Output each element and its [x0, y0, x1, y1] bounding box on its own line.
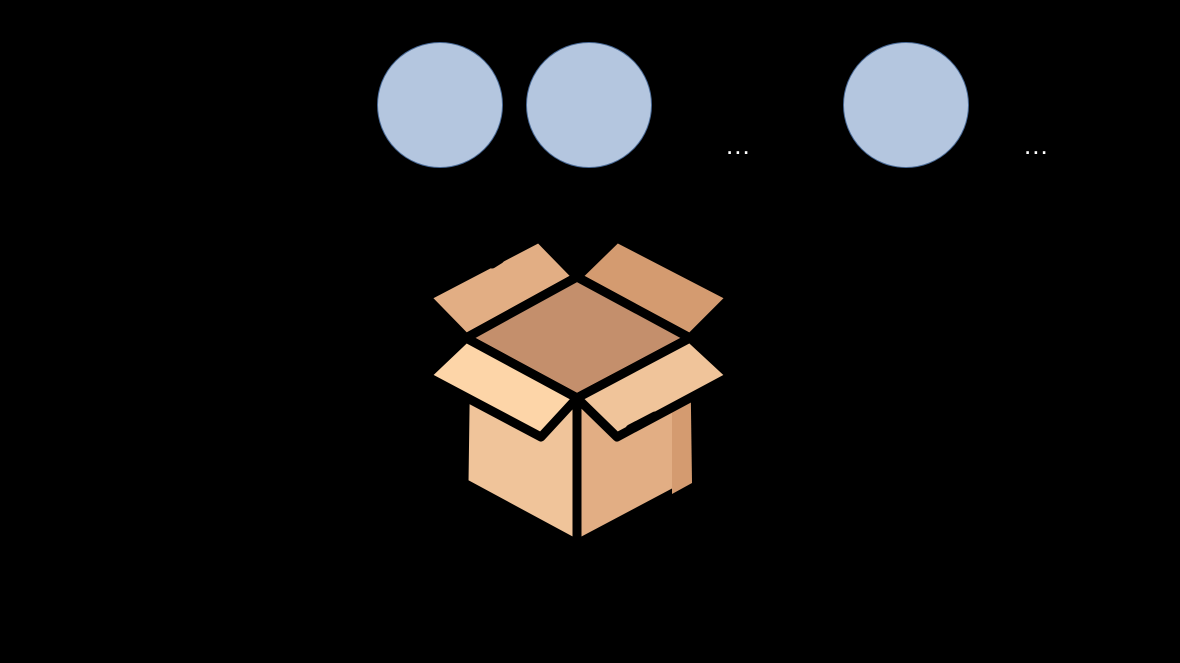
flap-highlight-dash-2 — [625, 411, 660, 434]
item-circle-2 — [526, 42, 652, 168]
open-box-icon — [421, 233, 736, 549]
flap-highlight-dash-1 — [487, 254, 505, 269]
box-front-left-flap — [421, 333, 582, 442]
item-circle-1 — [377, 42, 503, 168]
ellipsis-1: ... — [726, 130, 751, 160]
ellipsis-2: ... — [1024, 130, 1049, 160]
box-front-right-flap — [572, 333, 736, 442]
item-circle-3 — [843, 42, 969, 168]
